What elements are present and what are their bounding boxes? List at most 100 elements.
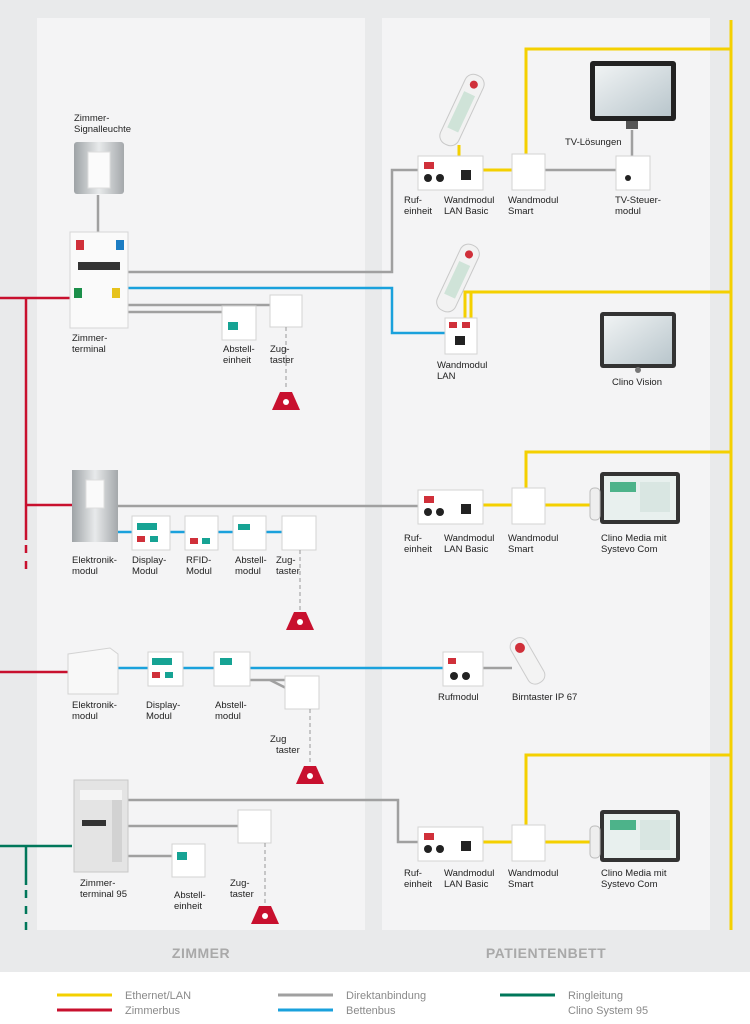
tvs-label-2: modul [615, 206, 641, 217]
abst1-label-1: Abstell- [223, 344, 255, 355]
wms1-label-2: Smart [508, 206, 534, 217]
dm1-label-1: Display- [132, 555, 166, 566]
zt95-label-1: Zimmer- [80, 878, 115, 889]
zugtaster-3-device [284, 675, 324, 784]
em1-label-1: Elektronik- [72, 555, 117, 566]
cm1-label-1: Clino Media mit [601, 533, 667, 544]
wandmodul-smart-3-device [511, 824, 546, 862]
signal-label-1: Zimmer- [74, 113, 109, 124]
tv-label: TV-Lösungen [565, 137, 622, 148]
rfid-label-2: Modul [186, 566, 212, 577]
signal-light-device [74, 142, 124, 194]
legend-ring-label-2: Clino System 95 [568, 1005, 648, 1017]
cm2-label-1: Clino Media mit [601, 868, 667, 879]
legend-area [0, 972, 750, 1024]
birn-label: Birntaster IP 67 [512, 692, 577, 703]
wms3-label-1: Wandmodul [508, 868, 558, 879]
abst3-label-1: Abstell- [215, 700, 247, 711]
bettenbus-lines [118, 286, 445, 670]
zugtaster-1-device [269, 294, 303, 410]
wms1-label-1: Wandmodul [508, 195, 558, 206]
legend-bettenbus-label: Bettenbus [346, 1005, 396, 1017]
wandmodul-smart-2-device [511, 487, 546, 525]
wml2-label-2: LAN Basic [444, 544, 489, 555]
cm1-label-2: Systevo Com [601, 544, 658, 555]
dm2-label-1: Display- [146, 700, 180, 711]
abst1-label-2: einheit [223, 355, 251, 366]
abstelleinheit-2-device [171, 843, 206, 878]
zug3-label-2: taster [276, 745, 300, 756]
wandmodul-lan-device [444, 317, 478, 355]
ruf3-label-1: Ruf- [404, 868, 422, 879]
legend-direkt-label: Direktanbindung [346, 990, 426, 1002]
wandmodul-smart-1-device [511, 153, 546, 191]
em2-label-1: Elektronik- [72, 700, 117, 711]
wmlan-label-2: LAN [437, 371, 456, 382]
cm2-label-2: Systevo Com [601, 879, 658, 890]
zimmerterminal-95-device [73, 779, 129, 873]
legend-ring-label: Ringleitung [568, 990, 623, 1002]
wml1-label-1: Wandmodul [444, 195, 494, 206]
zugtaster-2-device [281, 515, 317, 630]
legend: Ethernet/LAN Zimmerbus Direktanbindung B… [57, 990, 648, 1017]
zt-label-2: terminal [72, 344, 106, 355]
abstellmodul-1-device [232, 515, 267, 551]
abst3-label-2: modul [215, 711, 241, 722]
birntaster-device [509, 637, 546, 685]
section-zimmer-title: ZIMMER [172, 945, 230, 961]
section-patientenbett-title: PATIENTENBETT [486, 945, 606, 961]
zug2-label-2: taster [276, 566, 300, 577]
zimmerterminal-device [69, 231, 129, 329]
rufeinheit-lan-basic-1-device [417, 155, 484, 191]
direkt-lines [96, 130, 634, 860]
tv-device [590, 61, 676, 129]
legend-zimmerbus-label: Zimmerbus [125, 1005, 181, 1017]
zug3-label-1: Zug [270, 734, 286, 745]
ruf2-label-1: Ruf- [404, 533, 422, 544]
rufeinheit-lan-basic-2-device [417, 489, 484, 525]
remote-1-device [439, 73, 485, 147]
abst2-label-2: modul [235, 566, 261, 577]
zugtaster-4-device [237, 809, 279, 924]
display-modul-1-device [131, 515, 171, 551]
em2-label-2: modul [72, 711, 98, 722]
legend-ethernet-label: Ethernet/LAN [125, 990, 191, 1002]
rufeinheit-lan-basic-3-device [417, 826, 484, 862]
dm2-label-2: Modul [146, 711, 172, 722]
zug1-label-2: taster [270, 355, 294, 366]
zimmerbus-lines [0, 296, 72, 674]
rfid-modul-device [184, 515, 219, 551]
zug4-label-2: taster [230, 889, 254, 900]
zug4-label-1: Zug- [230, 878, 250, 889]
wml1-label-2: LAN Basic [444, 206, 489, 217]
abstelleinheit-1-device [221, 305, 257, 341]
wml3-label-1: Wandmodul [444, 868, 494, 879]
clino-media-2-device [589, 810, 680, 862]
ringleitung-lines [0, 844, 72, 930]
abst2-label-1: Abstell- [235, 555, 267, 566]
tvs-label-1: TV-Steuer- [615, 195, 661, 206]
zug2-label-1: Zug- [276, 555, 296, 566]
abst4-label-1: Abstell- [174, 890, 206, 901]
display-modul-2-device [147, 651, 184, 687]
wms2-label-2: Smart [508, 544, 534, 555]
tv-steuermodul-device [615, 155, 651, 191]
rufmodul-device [442, 651, 484, 687]
ruf1-label-1: Ruf- [404, 195, 422, 206]
em1-label-2: modul [72, 566, 98, 577]
device-labels: Zimmer- Signalleuchte Zimmer- terminal A… [72, 113, 667, 912]
ruf2-label-2: einheit [404, 544, 432, 555]
zug1-label-1: Zug- [270, 344, 290, 355]
zt-label-1: Zimmer- [72, 333, 107, 344]
wml2-label-1: Wandmodul [444, 533, 494, 544]
remote-2-device [436, 243, 480, 313]
clino-vision-device [600, 312, 676, 373]
wms3-label-2: Smart [508, 879, 534, 890]
zt95-label-2: terminal 95 [80, 889, 127, 900]
dm1-label-2: Modul [132, 566, 158, 577]
wms2-label-1: Wandmodul [508, 533, 558, 544]
clino-vision-label: Clino Vision [612, 377, 662, 388]
abstellmodul-2-device [213, 651, 251, 687]
abst4-label-2: einheit [174, 901, 202, 912]
